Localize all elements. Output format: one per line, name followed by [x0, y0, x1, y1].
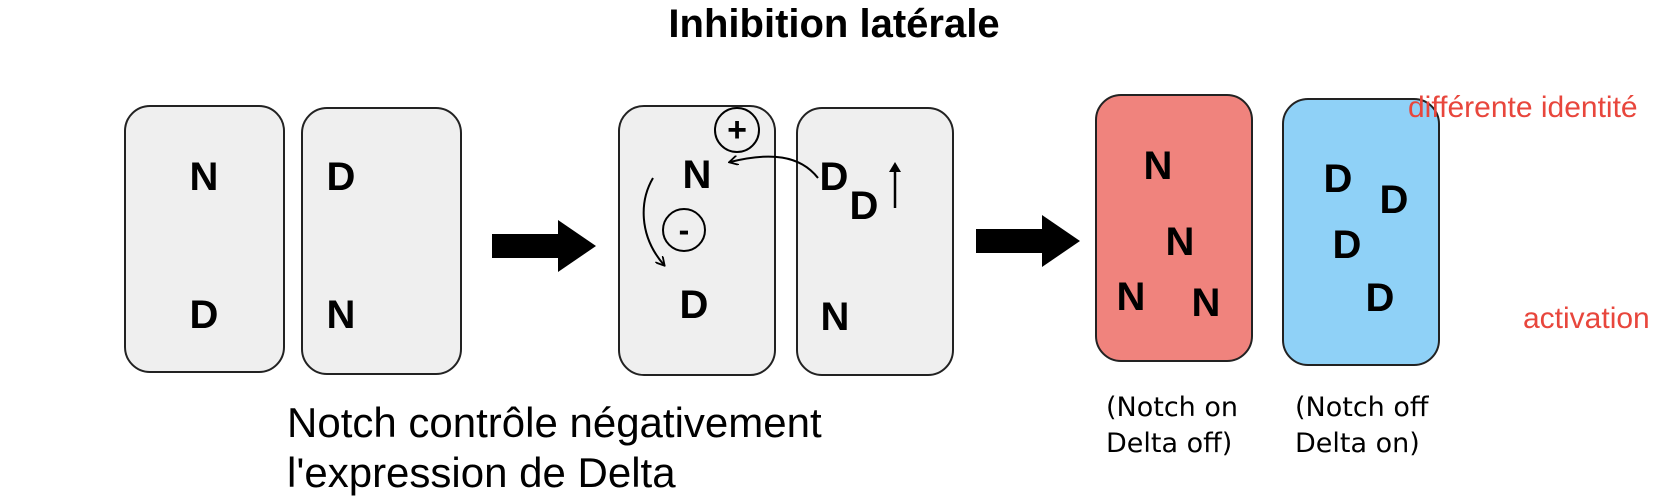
cell-panel2-right: [796, 107, 954, 376]
label-delta: D: [326, 155, 356, 199]
cell-delta-on: [1282, 98, 1440, 366]
notch-to-delta-arrow: [642, 177, 664, 265]
label-notch: N: [189, 155, 219, 199]
label-notch: N: [682, 153, 712, 197]
cell-notch-on: [1095, 94, 1253, 362]
main-caption-line2: l'expression de Delta: [287, 449, 676, 496]
label-delta: D: [189, 293, 219, 337]
label-delta: D: [1365, 276, 1395, 320]
minus-circle: -: [662, 208, 706, 252]
caption-delta-on-line1: (Notch off: [1295, 392, 1429, 423]
right-arrow-icon: [492, 220, 596, 272]
label-notch: N: [1165, 220, 1195, 264]
label-notch: N: [1116, 275, 1146, 319]
label-notch: N: [1191, 281, 1221, 325]
right-arrow-icon: [976, 215, 1080, 267]
caption-delta-on-line2: Delta on): [1295, 428, 1420, 459]
label-notch: N: [820, 295, 850, 339]
note-activation: activation: [1523, 302, 1650, 335]
label-delta: D: [1332, 223, 1362, 267]
delta-to-notch-arrow: [730, 157, 819, 179]
label-delta: D: [1379, 178, 1409, 222]
up-arrow-icon: [889, 162, 901, 208]
caption-notch-on-line2: Delta off): [1106, 428, 1233, 459]
main-caption: Notch contrôle négativement l'expression…: [287, 398, 822, 498]
label-notch: N: [326, 293, 356, 337]
caption-notch-on: (Notch on Delta off): [1106, 390, 1238, 462]
label-delta: D: [679, 283, 709, 327]
label-delta: D: [1323, 157, 1353, 201]
cell-panel1-right: [301, 107, 462, 375]
main-caption-line1: Notch contrôle négativement: [287, 399, 822, 446]
diagram-title: Inhibition latérale: [668, 2, 1000, 46]
cell-panel1-left: [124, 105, 285, 373]
label-notch: N: [1143, 144, 1173, 188]
note-different-identity: différente identité: [1408, 91, 1638, 124]
label-delta: D: [819, 155, 849, 199]
label-delta: D: [849, 184, 879, 228]
caption-notch-on-line1: (Notch on: [1106, 392, 1239, 423]
caption-delta-on: (Notch off Delta on): [1295, 390, 1429, 462]
plus-circle: +: [714, 107, 760, 153]
